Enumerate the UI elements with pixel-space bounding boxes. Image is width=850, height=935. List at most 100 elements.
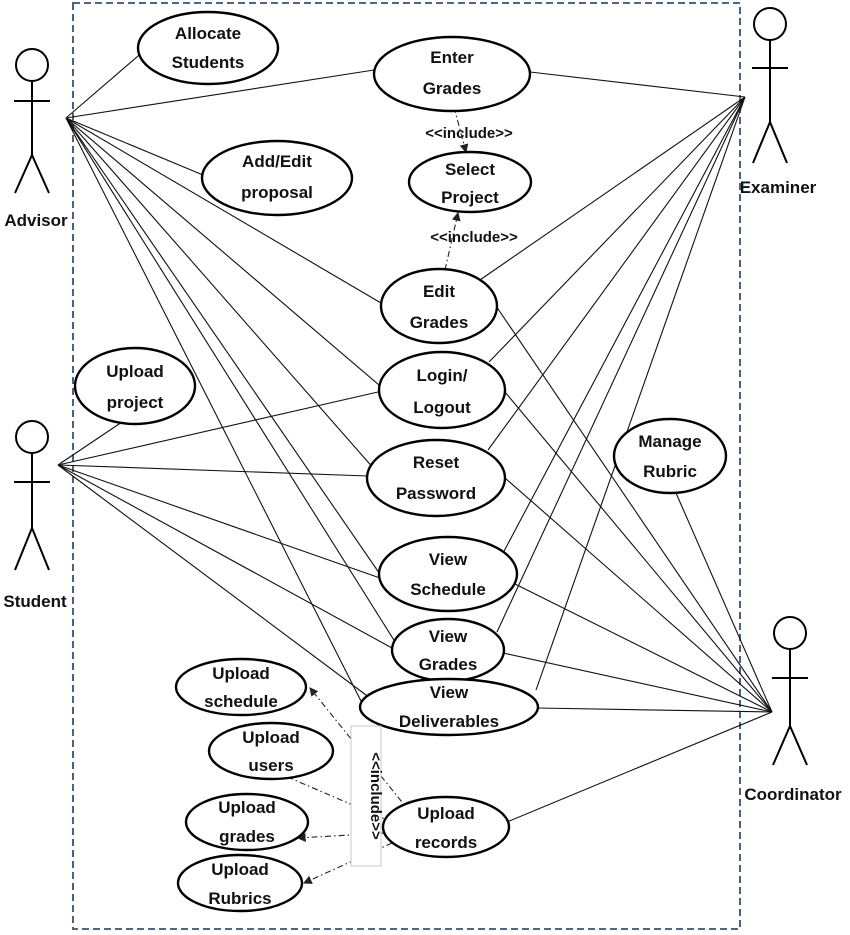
actor-label: Examiner (740, 178, 817, 197)
use-case-label: Manage (638, 432, 701, 451)
assoc-coordinator-view-deliverables (536, 707, 773, 713)
actor-head (753, 7, 787, 41)
use-case-view-deliverables: View Deliverables (358, 677, 540, 737)
include-records-users (274, 771, 393, 823)
assoc-coordinator-view-schedule (512, 582, 773, 713)
use-case-login-logout: Login/ Logout (377, 350, 507, 430)
assoc-student-upload-project (57, 419, 126, 466)
assoc-student-view-grades (57, 464, 393, 649)
assoc-examiner-enter-grades (529, 71, 746, 98)
assoc-examiner-view-schedule (501, 96, 746, 556)
assoc-advisor-allocate-students (65, 49, 146, 119)
use-case-label: Allocate (175, 24, 241, 43)
actor-label: Advisor (4, 211, 68, 230)
use-case-label: schedule (204, 692, 278, 711)
assoc-examiner-reset-password (487, 96, 746, 451)
assoc-examiner-edit-grades (476, 96, 746, 283)
use-case-label: Schedule (410, 580, 486, 599)
use-case-label: Deliverables (399, 712, 499, 731)
actor-coordinator: Coordinator (744, 616, 842, 804)
assoc-student-login-logout (57, 391, 379, 466)
associations (57, 49, 773, 823)
actor-head (15, 48, 49, 82)
use-case-label: Project (441, 188, 499, 207)
use-case-add-edit-proposal: Add/Edit proposal (200, 139, 354, 217)
assoc-coordinator-upload-records (506, 711, 773, 823)
use-case-upload-rubrics: Upload Rubrics (176, 853, 304, 913)
use-case-label: View (430, 683, 469, 702)
actor-advisor: Advisor (4, 48, 68, 230)
actor-examiner: Examiner (740, 7, 817, 197)
assoc-coordinator-login-logout (504, 391, 773, 713)
assoc-coordinator-manage-rubric (675, 492, 773, 713)
use-case-label: Upload (417, 804, 475, 823)
actor-label: Coordinator (744, 785, 842, 804)
use-case-upload-records: Upload records (381, 795, 511, 859)
use-case-upload-grades: Upload grades (184, 792, 310, 852)
use-case-label: Edit (423, 282, 455, 301)
include-label: <<include>> (425, 125, 513, 142)
assoc-examiner-view-deliverables (535, 96, 746, 691)
assoc-advisor-view-schedule (65, 117, 385, 581)
use-case-label: Upload (211, 860, 269, 879)
assoc-advisor-login-logout (65, 117, 380, 386)
include-label-box (350, 725, 382, 867)
use-case-label: grades (219, 827, 275, 846)
use-case-label: Upload (212, 664, 270, 683)
use-case-reset-password: Reset Password (365, 438, 507, 518)
use-case-view-grades: View Grades (390, 617, 506, 683)
use-case-label: Grades (423, 79, 482, 98)
use-case-upload-users: Upload users (207, 721, 335, 781)
use-case-edit-grades: Edit Grades (379, 267, 499, 345)
assoc-advisor-view-deliverables (65, 117, 364, 706)
actor-head (773, 616, 807, 650)
include-edit-select (444, 211, 461, 271)
assoc-advisor-enter-grades (65, 69, 375, 119)
actor-student: Student (3, 420, 67, 611)
assoc-examiner-login-logout (488, 96, 746, 363)
use-case-label: View (429, 550, 468, 569)
use-case-label: Reset (413, 453, 460, 472)
actor-label: Student (3, 592, 67, 611)
use-case-enter-grades: Enter Grades (372, 35, 532, 113)
use-case-label: View (429, 627, 468, 646)
assoc-coordinator-view-grades (502, 652, 773, 713)
use-case-label: Upload (242, 728, 300, 747)
assoc-coordinator-reset-password (504, 477, 773, 713)
use-case-label: project (107, 393, 164, 412)
use-case-view-schedule: View Schedule (377, 535, 519, 613)
use-case-label: Upload (218, 798, 276, 817)
use-case-label: Select (445, 160, 495, 179)
use-case-label: Password (396, 484, 476, 503)
assoc-coordinator-edit-grades (495, 305, 773, 713)
use-case-label: Enter (430, 48, 474, 67)
assoc-student-reset-password (57, 464, 369, 477)
use-case-allocate-students: Allocate Students (136, 10, 280, 86)
include-enter-select (453, 106, 469, 154)
use-case-manage-rubric: Manage Rubric (612, 417, 728, 495)
use-case-label: Students (172, 53, 245, 72)
use-case-label: Login/ (417, 366, 468, 385)
use-case-select-project: Select Project (407, 150, 533, 214)
use-case-label: Grades (419, 655, 478, 674)
use-case-label: Grades (410, 313, 469, 332)
include-label: <<include>> (430, 229, 518, 246)
include-label-vertical: <<include>> (367, 752, 384, 840)
actor-head (15, 420, 49, 454)
use-case-label: users (248, 756, 293, 775)
use-case-label: Rubric (643, 462, 697, 481)
assoc-advisor-add-edit-proposal (65, 117, 204, 176)
assoc-student-view-schedule (57, 464, 381, 579)
use-case-label: Upload (106, 362, 164, 381)
use-case-label: Add/Edit (242, 152, 312, 171)
assoc-student-view-deliverables (57, 464, 371, 699)
assoc-advisor-reset-password (65, 117, 376, 471)
use-case-upload-schedule: Upload schedule (174, 657, 308, 717)
use-case-label: records (415, 833, 477, 852)
assoc-advisor-edit-grades (65, 117, 382, 304)
use-case-label: Rubrics (208, 889, 271, 908)
use-case-label: Logout (413, 398, 471, 417)
use-case-label: proposal (241, 183, 313, 202)
assoc-examiner-view-grades (496, 96, 746, 633)
